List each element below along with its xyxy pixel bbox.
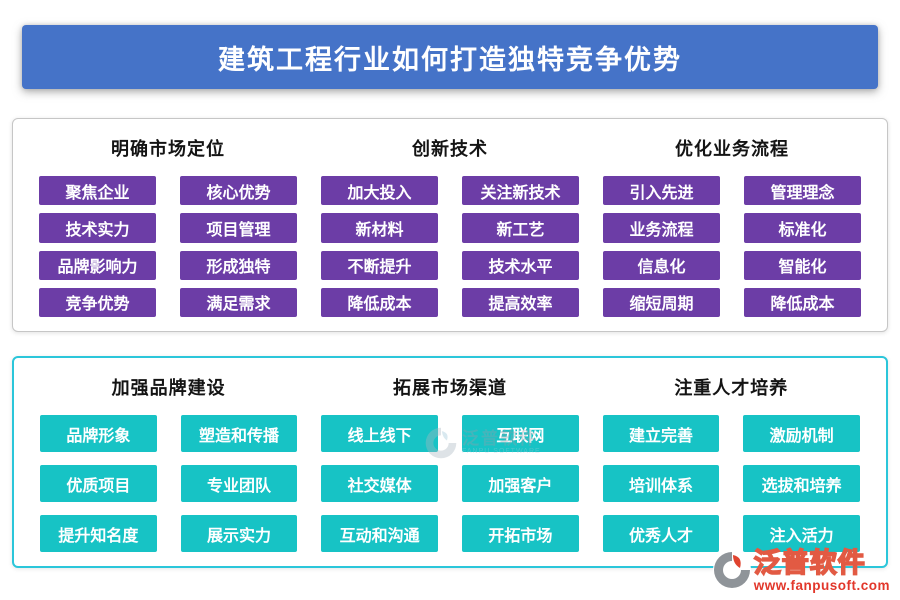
group-brand-building: 加强品牌建设 品牌形象 塑造和传播 优质项目 专业团队 提升知名度 展示实力 [40, 368, 298, 552]
strategy-button: 互联网 [461, 415, 579, 452]
strategy-button: 项目管理 [180, 213, 297, 243]
strategy-button: 智能化 [744, 250, 861, 280]
button-grid: 聚焦企业 核心优势 技术实力 项目管理 品牌影响力 形成独特 竞争优势 满足需求 [39, 176, 297, 317]
strategy-button: 开拓市场 [461, 515, 579, 552]
watermark-url-text: www.fanpusoft.com [753, 578, 890, 593]
strategy-button: 竞争优势 [39, 287, 156, 317]
strategy-button: 优秀人才 [602, 515, 720, 552]
group-innovation-tech: 创新技术 加大投入 关注新技术 新材料 新工艺 不断提升 技术水平 降低成本 提… [321, 129, 579, 317]
button-grid: 建立完善 激励机制 培训体系 选拔和培养 优秀人才 注入活力 [602, 415, 860, 552]
button-grid: 品牌形象 塑造和传播 优质项目 专业团队 提升知名度 展示实力 [40, 415, 298, 552]
strategy-panel-bottom: 加强品牌建设 品牌形象 塑造和传播 优质项目 专业团队 提升知名度 展示实力 拓… [12, 356, 888, 568]
strategy-button: 线上线下 [321, 415, 438, 452]
strategy-button: 展示实力 [180, 515, 298, 552]
group-header: 加强品牌建设 [111, 378, 226, 398]
group-market-channels: 拓展市场渠道 线上线下 互联网 社交媒体 加强客户 互动和沟通 开拓市场 [321, 368, 579, 552]
group-market-positioning: 明确市场定位 聚焦企业 核心优势 技术实力 项目管理 品牌影响力 形成独特 竞争… [39, 129, 297, 317]
group-header: 优化业务流程 [675, 139, 789, 159]
button-grid: 加大投入 关注新技术 新材料 新工艺 不断提升 技术水平 降低成本 提高效率 [321, 176, 579, 317]
strategy-button: 引入先进 [603, 176, 720, 206]
strategy-button: 降低成本 [744, 287, 861, 317]
strategy-button: 社交媒体 [321, 465, 438, 502]
strategy-button: 培训体系 [602, 465, 720, 502]
button-grid: 线上线下 互联网 社交媒体 加强客户 互动和沟通 开拓市场 [321, 415, 579, 552]
strategy-button: 缩短周期 [603, 287, 720, 317]
button-grid: 引入先进 管理理念 业务流程 标准化 信息化 智能化 缩短周期 降低成本 [603, 176, 861, 317]
strategy-button: 建立完善 [602, 415, 720, 452]
group-header: 创新技术 [412, 139, 488, 159]
strategy-button: 核心优势 [180, 176, 297, 206]
strategy-button: 技术水平 [462, 250, 579, 280]
strategy-button: 提高效率 [462, 287, 579, 317]
strategy-button: 优质项目 [40, 465, 157, 502]
strategy-button: 满足需求 [180, 287, 297, 317]
strategy-button: 加强客户 [461, 465, 579, 502]
strategy-button: 注入活力 [743, 515, 860, 552]
group-header: 明确市场定位 [111, 139, 225, 159]
strategy-button: 选拔和培养 [743, 465, 860, 502]
strategy-button: 互动和沟通 [321, 515, 438, 552]
strategy-button: 聚焦企业 [39, 176, 156, 206]
strategy-button: 技术实力 [39, 213, 156, 243]
strategy-button: 品牌形象 [40, 415, 157, 452]
strategy-button: 形成独特 [180, 250, 297, 280]
strategy-button: 标准化 [744, 213, 861, 243]
strategy-button: 新材料 [321, 213, 438, 243]
group-talent-cultivation: 注重人才培养 建立完善 激励机制 培训体系 选拔和培养 优秀人才 注入活力 [602, 368, 860, 552]
strategy-button: 不断提升 [321, 250, 438, 280]
strategy-button: 品牌影响力 [39, 250, 156, 280]
title-banner: 建筑工程行业如何打造独特竞争优势 [22, 25, 878, 89]
strategy-button: 管理理念 [744, 176, 861, 206]
group-optimize-process: 优化业务流程 引入先进 管理理念 业务流程 标准化 信息化 智能化 缩短周期 降… [603, 129, 861, 317]
strategy-button: 加大投入 [321, 176, 438, 206]
strategy-button: 关注新技术 [462, 176, 579, 206]
strategy-panel-top: 明确市场定位 聚焦企业 核心优势 技术实力 项目管理 品牌影响力 形成独特 竞争… [12, 118, 888, 332]
strategy-button: 塑造和传播 [180, 415, 298, 452]
page-title: 建筑工程行业如何打造独特竞争优势 [218, 44, 682, 75]
strategy-button: 业务流程 [603, 213, 720, 243]
strategy-button: 新工艺 [462, 213, 579, 243]
group-header: 拓展市场渠道 [392, 378, 507, 398]
strategy-button: 信息化 [603, 250, 720, 280]
strategy-button: 专业团队 [180, 465, 298, 502]
strategy-button: 降低成本 [321, 287, 438, 317]
strategy-button: 激励机制 [743, 415, 860, 452]
strategy-button: 提升知名度 [40, 515, 157, 552]
group-header: 注重人才培养 [674, 378, 789, 398]
